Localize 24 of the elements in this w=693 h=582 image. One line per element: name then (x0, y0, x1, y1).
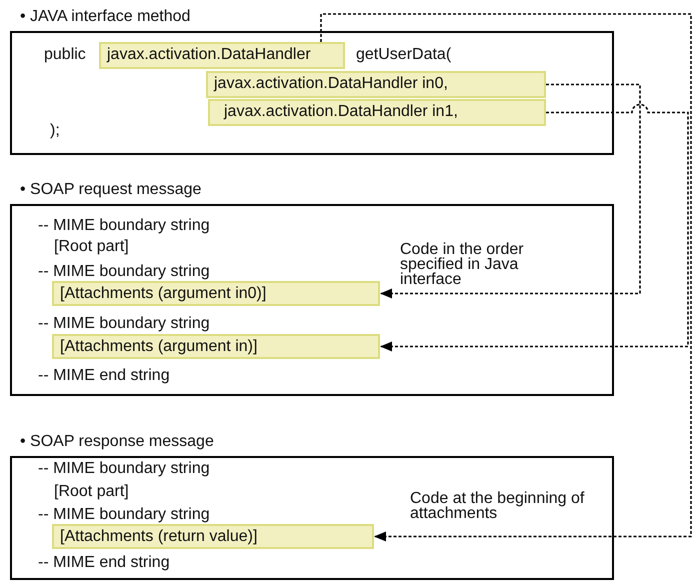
code-line: -- MIME boundary string (38, 314, 210, 334)
code-line: -- MIME end string (38, 366, 170, 386)
dashed-arrow (380, 84, 641, 298)
code-line: [Root part] (54, 482, 129, 502)
code-line: [Root part] (54, 237, 129, 257)
code-line: -- MIME boundary string (38, 459, 210, 479)
highlighted-code: javax.activation.DataHandler in0, (206, 71, 546, 98)
code-line: getUserData( (356, 45, 452, 65)
highlighted-code: [Attachments (return value)] (52, 524, 374, 549)
highlighted-code: [Attachments (argument in0)] (52, 281, 380, 306)
dashed-arrow (320, 13, 692, 542)
code-line: -- MIME boundary string (38, 505, 210, 525)
dashed-arrow (380, 104, 689, 352)
code-line: public (44, 45, 86, 65)
section-heading: • SOAP request message (20, 180, 202, 200)
code-line: -- MIME end string (38, 553, 170, 573)
code-line: -- MIME boundary string (38, 262, 210, 282)
highlighted-code: [Attachments (argument in)] (52, 334, 380, 359)
highlighted-code: javax.activation.DataHandler (99, 42, 345, 69)
highlighted-code: javax.activation.DataHandler in1, (208, 99, 546, 126)
code-line: ); (50, 121, 60, 141)
section-heading: • SOAP response message (20, 432, 214, 452)
section-heading: • JAVA interface method (20, 7, 190, 27)
code-line: -- MIME boundary string (38, 216, 210, 236)
